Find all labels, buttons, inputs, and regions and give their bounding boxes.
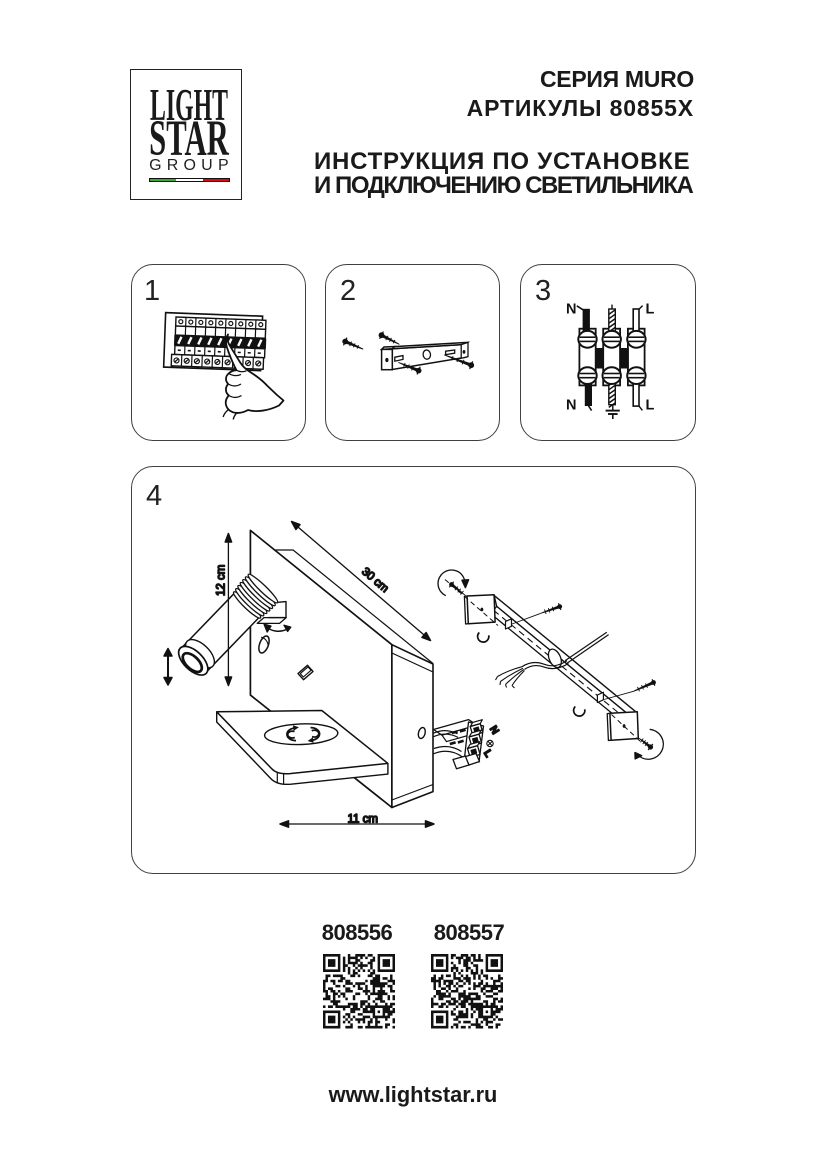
svg-text:N: N — [566, 302, 576, 318]
svg-text:30 cm: 30 cm — [359, 566, 391, 595]
svg-text:L: L — [481, 748, 495, 760]
svg-text:11 cm: 11 cm — [348, 813, 378, 825]
svg-text:L: L — [646, 397, 655, 413]
svg-text:L: L — [646, 302, 655, 318]
svg-text:12 cm: 12 cm — [216, 565, 228, 596]
svg-text:N: N — [566, 397, 576, 413]
svg-text:N: N — [487, 724, 501, 737]
